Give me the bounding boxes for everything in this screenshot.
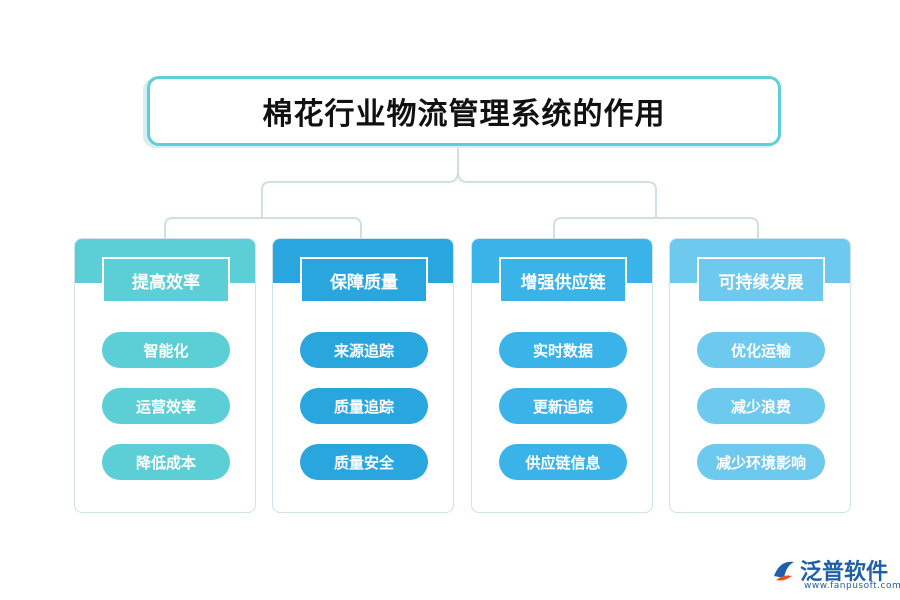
column-item: 优化运输 bbox=[697, 332, 825, 368]
column-improve-efficiency: 提高效率 智能化 运营效率 降低成本 bbox=[74, 238, 256, 513]
column-ensure-quality: 保障质量 来源追踪 质量追踪 质量安全 bbox=[272, 238, 454, 513]
column-item: 智能化 bbox=[102, 332, 230, 368]
column-item: 更新追踪 bbox=[499, 388, 627, 424]
column-item: 实时数据 bbox=[499, 332, 627, 368]
fanpu-logo-icon bbox=[774, 561, 794, 581]
column-item: 运营效率 bbox=[102, 388, 230, 424]
brand-logo: 泛普软件 www.fanpusoft.com bbox=[770, 554, 900, 594]
column-header: 保障质量 bbox=[300, 257, 428, 303]
column-header: 可持续发展 bbox=[697, 257, 825, 303]
logo-url: www.fanpusoft.com bbox=[804, 581, 900, 591]
column-header: 提高效率 bbox=[102, 257, 230, 303]
connector-left-branch bbox=[164, 217, 362, 238]
logo-name: 泛普软件 bbox=[800, 560, 889, 585]
column-header: 增强供应链 bbox=[499, 257, 627, 303]
connector-right-branch bbox=[553, 217, 759, 238]
connector-trunk-right bbox=[457, 171, 657, 218]
column-item: 减少浪费 bbox=[697, 388, 825, 424]
column-item: 降低成本 bbox=[102, 444, 230, 480]
column-supply-chain: 增强供应链 实时数据 更新追踪 供应链信息 bbox=[471, 238, 653, 513]
diagram-title: 棉花行业物流管理系统的作用 bbox=[262, 97, 666, 132]
column-sustainable-development: 可持续发展 优化运输 减少浪费 减少环境影响 bbox=[669, 238, 851, 513]
title-box: 棉花行业物流管理系统的作用 bbox=[147, 76, 781, 146]
column-item: 质量追踪 bbox=[300, 388, 428, 424]
connector-trunk bbox=[261, 148, 459, 218]
column-item: 来源追踪 bbox=[300, 332, 428, 368]
column-item: 减少环境影响 bbox=[697, 444, 825, 480]
column-item: 质量安全 bbox=[300, 444, 428, 480]
column-item: 供应链信息 bbox=[499, 444, 627, 480]
